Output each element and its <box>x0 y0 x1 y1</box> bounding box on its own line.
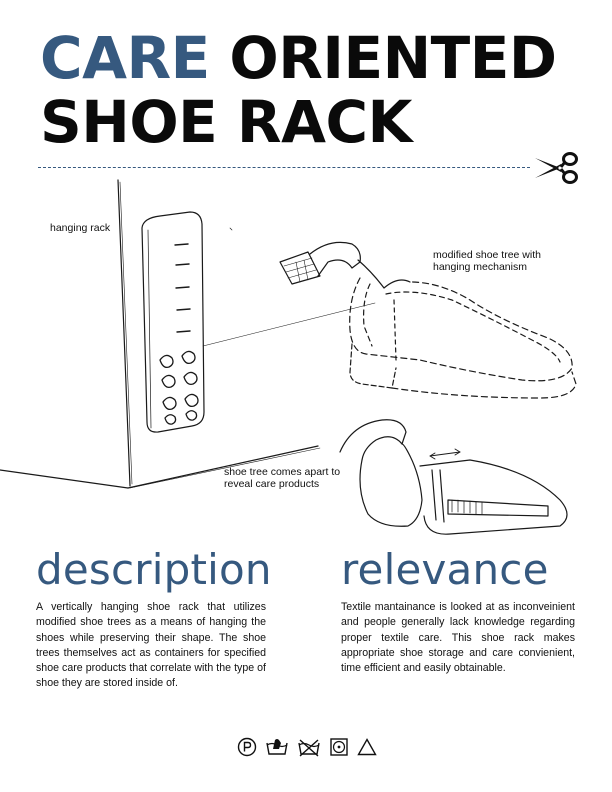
relevance-heading: relevance <box>341 545 549 594</box>
description-body: A vertically hanging shoe rack that util… <box>36 601 266 690</box>
dashed-cut-line <box>38 167 530 168</box>
label-modified-shoe-tree: modified shoe tree with hanging mechanis… <box>433 249 541 273</box>
wall-cabinet-drawing <box>0 179 321 489</box>
title-accent-word: CARE <box>40 24 210 92</box>
relevance-body: Textile mantainance is looked at as inco… <box>341 601 575 675</box>
hanging-rack-panel <box>141 211 205 433</box>
hand-wash-icon <box>266 739 288 755</box>
page-title: CARE ORIENTED SHOE RACK <box>40 24 557 156</box>
label-shoe-tree-apart: shoe tree comes apart to reveal care pro… <box>224 466 341 490</box>
shoe-with-tree-drawing <box>279 241 577 399</box>
label-hanging-rack: hanging rack <box>50 222 111 234</box>
description-heading: description <box>36 545 272 594</box>
do-not-tumble-dry-icon <box>298 739 320 757</box>
tumble-dry-icon <box>330 738 348 756</box>
care-symbols-row <box>237 736 377 758</box>
scissors-icon <box>535 152 578 184</box>
title-line2: SHOE RACK <box>40 88 413 156</box>
bleach-allowed-icon <box>357 738 377 756</box>
shoe-tree-apart-drawing <box>339 419 568 535</box>
title-line1-rest: ORIENTED <box>209 24 557 92</box>
shoe-rack-sketch <box>0 179 577 535</box>
professional-cleaning-p-icon <box>237 737 257 757</box>
